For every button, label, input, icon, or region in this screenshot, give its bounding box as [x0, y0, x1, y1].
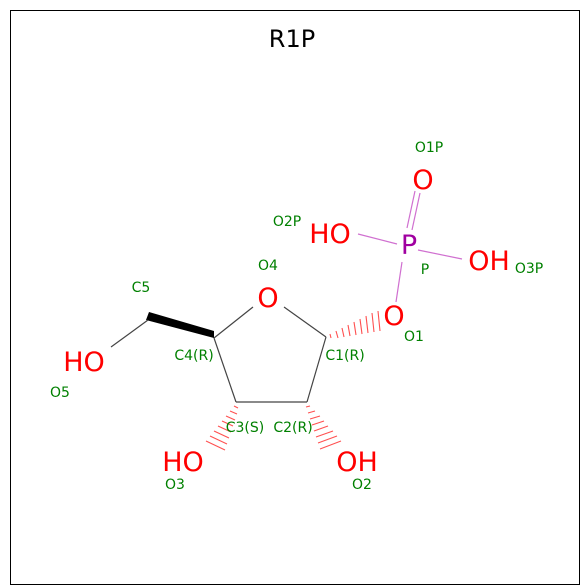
- atom-o3p: OH: [468, 246, 510, 277]
- bond-c5-o5: [110, 319, 149, 348]
- label-o4: O4: [258, 258, 278, 274]
- label-c4: C4(R): [174, 348, 213, 364]
- bond-p-o2p: [357, 233, 398, 245]
- label-c3: C3(S): [226, 420, 265, 436]
- label-o3: O3: [165, 477, 185, 493]
- atom-labels: O1P O2P O3P P O4 O1 C5 C4(R) C1(R) O5 C3…: [50, 140, 543, 493]
- atom-p: P: [401, 230, 417, 261]
- atom-o1: O: [383, 301, 404, 332]
- label-o2: O2: [352, 477, 372, 493]
- label-o1: O1: [404, 329, 424, 345]
- bond-o1-p: [395, 261, 403, 303]
- label-o2p: O2P: [273, 214, 301, 230]
- atom-o2p: HO: [309, 219, 351, 250]
- label-o5: O5: [50, 385, 70, 401]
- bond-p-o1p-b: [411, 192, 421, 231]
- bond-p-o3p: [417, 249, 463, 260]
- label-c2: C2(R): [273, 420, 312, 436]
- diagram-title: R1P: [269, 25, 315, 53]
- bond-p-o1p-a: [406, 190, 416, 229]
- bond-c4-o4: [213, 306, 254, 339]
- bond-c3-c4: [213, 337, 237, 403]
- bond-c1-c2: [306, 336, 327, 403]
- atom-o5: HO: [63, 347, 105, 378]
- atom-symbols: O O O P HO OH HO HO OH: [63, 165, 510, 478]
- atom-o1p: O: [412, 165, 433, 196]
- hashed-bonds: [205, 310, 381, 451]
- label-c5: C5: [132, 280, 151, 296]
- label-p: P: [421, 262, 429, 278]
- diagram-frame: [10, 10, 580, 585]
- label-o3p: O3P: [515, 261, 543, 277]
- atom-o3: HO: [162, 447, 204, 478]
- ring-bonds: [213, 306, 327, 403]
- bond-o4-c1: [283, 306, 327, 338]
- label-c1: C1(R): [325, 348, 364, 364]
- label-o1p: O1P: [415, 140, 443, 156]
- bond-c4-c5-wedge: [146, 312, 214, 338]
- atom-o4: O: [257, 283, 278, 314]
- phosphate-bonds: [357, 190, 463, 303]
- atom-o2: OH: [336, 447, 378, 478]
